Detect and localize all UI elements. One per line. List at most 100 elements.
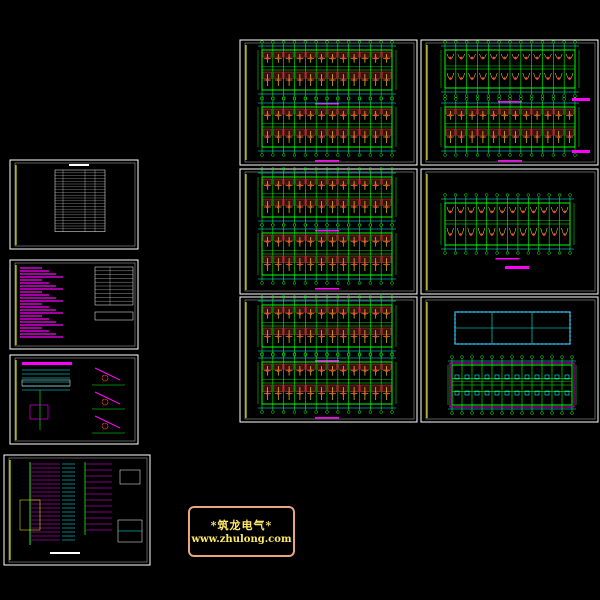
axis-bubble <box>470 355 474 359</box>
sheet-plan-2[interactable] <box>420 39 599 166</box>
axis-bubble <box>303 281 307 285</box>
axis-bubble <box>390 295 394 299</box>
axis-bubble <box>314 40 318 44</box>
watermark-title: *筑龙电气* <box>210 519 273 532</box>
light-fixture <box>481 135 485 139</box>
axis-bubble <box>368 295 372 299</box>
light-fixture <box>542 210 546 214</box>
axis-bubble <box>325 167 329 171</box>
axis-bubble <box>573 94 577 98</box>
axis-bubble <box>336 223 340 227</box>
axis-bubble <box>573 40 577 44</box>
light-fixture <box>568 77 571 80</box>
axis-bubble <box>357 96 362 100</box>
sheet-plan-5[interactable] <box>239 295 418 423</box>
sheet-distribution-schedule[interactable] <box>3 454 151 566</box>
light-fixture <box>481 114 485 117</box>
footing <box>524 374 530 380</box>
light-fixture <box>287 184 291 187</box>
light-fixture <box>385 312 388 316</box>
axis-bubble <box>260 352 264 356</box>
axis-bubble <box>314 96 318 100</box>
light-fixture <box>385 263 388 266</box>
axis-bubble <box>390 40 394 44</box>
light-fixture <box>374 263 378 266</box>
light-fixture <box>557 114 561 117</box>
axis-bubble <box>465 40 469 44</box>
light-fixture <box>521 233 525 236</box>
axis-bubble <box>480 355 484 359</box>
footing <box>494 390 500 396</box>
axis-bubble <box>271 97 275 101</box>
axis-bubble <box>390 153 394 157</box>
light-fixture <box>266 392 269 395</box>
sheet-drawing-index[interactable] <box>9 159 139 250</box>
title-bar <box>495 258 520 260</box>
light-fixture <box>331 392 334 395</box>
sheet-plan-1[interactable] <box>239 39 418 166</box>
axis-bubble <box>486 40 490 44</box>
axis-bubble <box>357 352 362 356</box>
axis-bubble <box>520 411 524 415</box>
axis-bubble <box>443 251 447 255</box>
light-fixture <box>331 312 334 316</box>
axis-bubble <box>390 167 394 171</box>
diagram-title-bar <box>22 362 72 365</box>
axis-bubble <box>336 295 340 299</box>
axis-bubble <box>540 94 545 98</box>
axis-bubble <box>537 193 541 197</box>
light-fixture <box>287 135 291 139</box>
light-fixture <box>298 369 302 373</box>
axis-bubble <box>551 94 555 98</box>
light-fixture <box>511 233 515 236</box>
light-fixture <box>298 263 302 266</box>
axis-bubble <box>347 96 351 100</box>
axis-bubble <box>454 153 458 157</box>
axis-bubble <box>271 153 275 157</box>
axis-bubble <box>550 411 554 415</box>
axis-bubble <box>271 167 275 171</box>
axis-bubble <box>325 352 329 356</box>
axis-bubble <box>292 223 297 227</box>
axis-bubble <box>347 167 351 171</box>
footing <box>554 390 560 396</box>
axis-bubble <box>390 97 394 101</box>
sheet-plan-4[interactable] <box>420 168 599 295</box>
legend-bar <box>505 266 529 269</box>
axis-bubble <box>357 410 362 414</box>
axis-bubble <box>303 40 307 44</box>
legend-bar <box>572 98 590 101</box>
axis-bubble <box>508 40 512 44</box>
sheet-design-notes[interactable] <box>9 259 139 350</box>
sheet-plan-6[interactable] <box>420 296 599 423</box>
light-fixture <box>363 114 367 117</box>
axis-bubble <box>282 295 286 299</box>
axis-bubble <box>260 223 264 227</box>
light-fixture <box>352 114 356 117</box>
axis-bubble <box>379 410 383 414</box>
light-fixture <box>309 57 313 60</box>
light-fixture <box>341 369 345 373</box>
sheet-system-diagram[interactable] <box>9 354 139 445</box>
light-fixture <box>521 210 525 214</box>
light-fixture <box>352 184 356 187</box>
axis-bubble <box>303 410 307 414</box>
light-fixture <box>568 135 571 139</box>
footing <box>514 374 520 380</box>
light-fixture <box>287 114 291 117</box>
axis-bubble <box>347 281 351 285</box>
light-fixture <box>470 135 474 139</box>
axis-bubble <box>465 153 469 157</box>
light-fixture <box>352 263 356 266</box>
light-fixture <box>320 369 323 373</box>
axis-bubble <box>390 410 394 414</box>
axis-bubble <box>292 153 297 157</box>
sheet-plan-3[interactable] <box>239 167 418 295</box>
footing <box>554 374 560 380</box>
light-fixture <box>309 335 313 338</box>
axis-bubble <box>368 96 372 100</box>
axis-bubble <box>453 193 458 197</box>
light-fixture <box>514 77 517 80</box>
axis-bubble <box>390 223 394 227</box>
detail-line <box>94 415 121 429</box>
